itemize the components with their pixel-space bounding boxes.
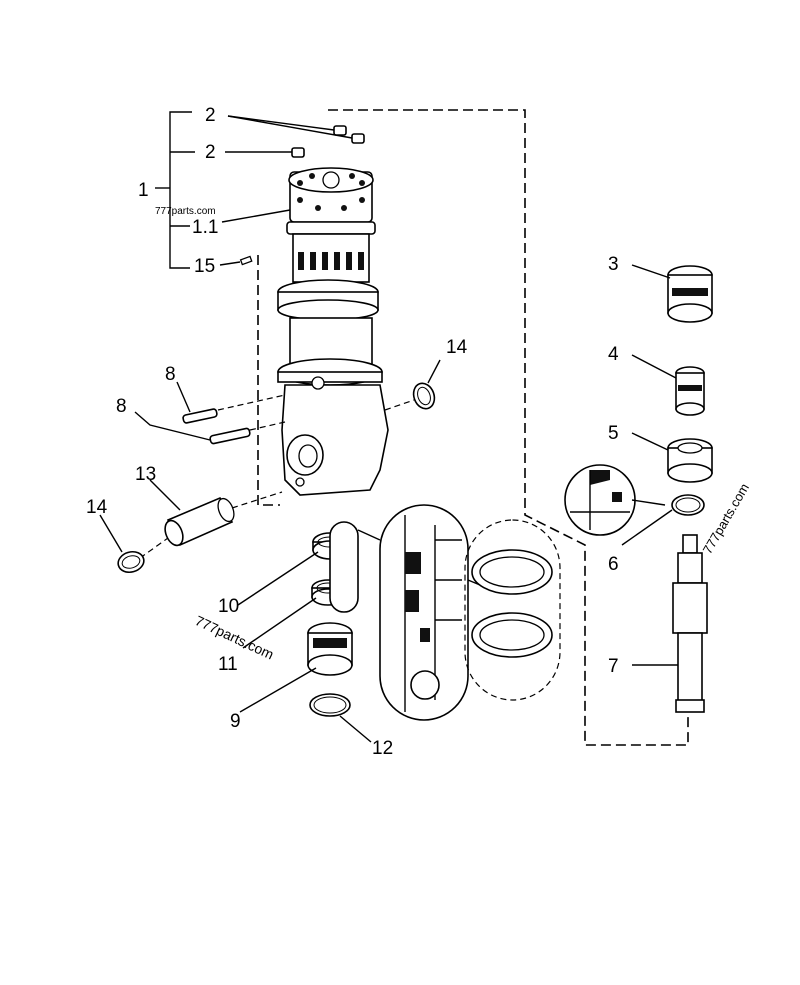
callout-13: 13 (135, 464, 156, 485)
callout-1: 1 (138, 180, 149, 201)
callout-5: 5 (608, 423, 619, 444)
callout-14a: 14 (446, 337, 468, 358)
assembly-dashed-lines (257, 109, 689, 746)
callout-12: 12 (372, 738, 393, 759)
callout-11: 11 (218, 654, 238, 675)
part-3-spool (631, 264, 713, 323)
callout-4: 4 (608, 344, 619, 365)
pins-part-8 (134, 381, 286, 445)
callout-labels: 1 1.1 2 2 15 14 8 8 13 14 10 11 9 12 3 4… (86, 105, 619, 759)
callout-3: 3 (608, 254, 619, 275)
seal-detail-zoom (329, 504, 561, 721)
watermark-top-left: 777parts.com (155, 206, 216, 217)
sleeve-part-13 (139, 479, 283, 559)
part-5-cap (631, 432, 713, 483)
callout-10: 10 (218, 596, 239, 617)
o-rings-part-14 (99, 359, 441, 574)
callout-8b: 8 (116, 396, 127, 417)
part-4-valve (631, 354, 705, 416)
callout-15: 15 (194, 256, 215, 277)
main-column-body (277, 167, 389, 496)
callout-14b: 14 (86, 497, 108, 518)
group-1-bracket (155, 111, 291, 269)
callout-2a: 2 (205, 105, 216, 126)
watermark-right: 777parts.com (700, 481, 752, 557)
callout-6: 6 (608, 554, 619, 575)
ring-detail-zoom (564, 464, 705, 546)
callout-9: 9 (230, 711, 241, 732)
pin-part-15 (219, 255, 253, 266)
callout-1-1: 1.1 (192, 217, 218, 238)
screw-parts-2 (225, 115, 365, 158)
part-7-shaft (632, 534, 708, 713)
callout-2b: 2 (205, 142, 216, 163)
callout-8a: 8 (165, 364, 176, 385)
callout-7: 7 (608, 656, 619, 677)
